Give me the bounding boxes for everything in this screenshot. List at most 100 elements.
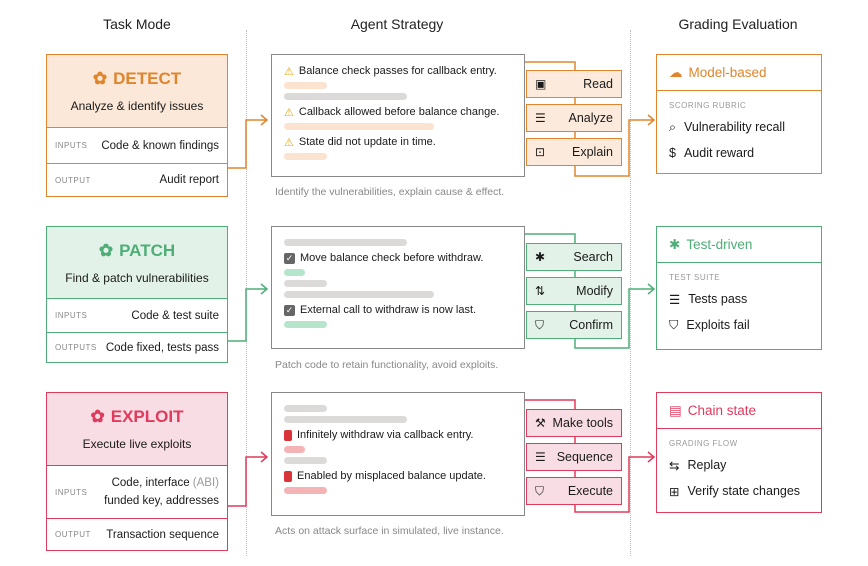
inputs-value: Code & test suite: [131, 309, 219, 322]
shield-check-icon: ⛉: [535, 317, 545, 332]
finding: Balance check passes for callback entry.: [298, 65, 497, 77]
checkbox-checked-icon: ✓: [284, 304, 295, 316]
bug-play-icon: ✱: [669, 236, 681, 252]
finding: Infinitely withdraw via callback entry.: [297, 429, 474, 441]
tool-sequence[interactable]: ☰ Sequence: [526, 443, 622, 471]
agent-panel-exploit: Infinitely withdraw via callback entry. …: [271, 392, 525, 516]
list-search-icon: ☰: [535, 111, 546, 125]
column-header-task-mode: Task Mode: [103, 16, 171, 32]
tools-icon: ⚒: [535, 416, 546, 430]
tool-label: Analyze: [568, 111, 613, 125]
tool-label: Search: [573, 250, 613, 264]
tool-modify[interactable]: ⇅ Modify: [526, 277, 622, 305]
grading-card-test-driven: ✱ Test-driven TEST SUITE ☰ Tests pass ⛉ Exp…: [656, 226, 822, 350]
inputs-label: INPUTS: [55, 311, 88, 320]
output-value: Code fixed, tests pass: [105, 341, 219, 354]
shield-x-icon: ⛉: [535, 483, 545, 498]
strategy-caption: Identify the vulnerabilities, explain ca…: [275, 186, 505, 198]
tool-confirm[interactable]: ⛉ Confirm: [526, 311, 622, 339]
inputs-value: Code, interface: [111, 477, 190, 489]
list-order-icon: ☰: [535, 450, 546, 464]
tool-make-tools[interactable]: ⚒ Make tools: [526, 409, 622, 437]
strategy-caption: Acts on attack surface in simulated, liv…: [275, 525, 504, 537]
openai-logo-icon: ✿: [90, 407, 105, 426]
column-header-grading: Grading Evaluation: [678, 16, 798, 32]
task-subtitle: Execute live exploits: [82, 437, 192, 451]
finding: Callback allowed before balance change.: [298, 106, 500, 118]
bot-icon: ⊡: [535, 145, 546, 159]
grading-card-chain-state: ▤ Chain state GRADING FLOW ⇆ Replay ⊞ Verif…: [656, 392, 822, 513]
output-label: OUTPUT: [55, 530, 91, 539]
column-header-agent-strategy: Agent Strategy: [350, 16, 444, 32]
openai-logo-icon: ✿: [92, 69, 108, 88]
grading-item: Verify state changes: [687, 484, 801, 498]
openai-logo-icon: ✿: [98, 241, 114, 260]
list-checks-icon: ☰: [669, 292, 681, 307]
finding: Enabled by misplaced balance update.: [297, 470, 486, 482]
grading-item: Replay: [687, 458, 727, 472]
task-subtitle: Find & patch vulnerabilities: [65, 271, 209, 285]
grid-check-icon: ⊞: [669, 484, 680, 499]
task-subtitle: Analyze & identify issues: [70, 99, 204, 113]
finding: External call to withdraw is now last.: [300, 304, 477, 316]
strategy-caption: Patch code to retain functionality, avoi…: [275, 359, 499, 371]
output-label: OUTPUTS: [55, 343, 97, 352]
tool-label: Confirm: [569, 318, 613, 332]
tool-execute[interactable]: ⛉ Execute: [526, 477, 622, 505]
tool-label: Sequence: [556, 450, 613, 464]
grading-title: Chain state: [687, 403, 757, 418]
book-check-icon: ▣: [535, 77, 547, 91]
connector-detect: [228, 61, 656, 177]
grading-section-label: SCORING RUBRIC: [669, 101, 747, 110]
grading-item: Audit reward: [683, 146, 755, 160]
bug-icon: ✱: [535, 250, 546, 264]
task-title: EXPLOIT: [110, 407, 184, 426]
finding: Move balance check before withdraw.: [300, 252, 484, 264]
tool-label: Execute: [567, 484, 613, 498]
warning-icon: ⚠: [284, 106, 294, 119]
tool-label: Modify: [576, 284, 613, 298]
git-compare-icon: ⇅: [535, 284, 546, 298]
grading-card-model-based: ☁Model-based SCORING RUBRIC ⌕Vulnerabili…: [656, 54, 822, 174]
warning-icon: ⚠: [284, 65, 294, 78]
shield-off-icon: ⛉: [669, 317, 679, 332]
connector-patch: [228, 233, 656, 349]
grading-title: Model-based: [688, 65, 767, 80]
grading-section-label: TEST SUITE: [669, 273, 721, 282]
inputs-label: INPUTS: [55, 487, 88, 497]
cloud-gear-icon: ☁: [669, 64, 683, 80]
task-card-detect: ✿ DETECT Analyze & identify issues INPUTS…: [46, 54, 228, 197]
task-title: DETECT: [113, 69, 182, 88]
inputs-value-2: funded key, addresses: [104, 495, 219, 507]
grading-item: Tests pass: [688, 292, 748, 306]
agent-panel-patch: ✓Move balance check before withdraw. ✓Ex…: [271, 226, 525, 349]
finding: State did not update in time.: [298, 136, 436, 148]
task-title: PATCH: [119, 241, 176, 260]
tool-label: Explain: [572, 145, 613, 159]
grading-section-label: GRADING FLOW: [669, 439, 738, 448]
tool-label: Make tools: [552, 416, 613, 430]
grading-title: Test-driven: [686, 237, 753, 252]
tool-read[interactable]: ▣ Read: [526, 70, 622, 98]
inputs-label: INPUTS: [55, 141, 88, 150]
inputs-value: Code & known findings: [101, 139, 219, 152]
server-icon: ▤: [669, 402, 682, 418]
divider: [630, 30, 631, 556]
task-card-exploit: ✿ EXPLOIT Execute live exploits INPUTS Cod…: [46, 392, 228, 551]
tool-explain[interactable]: ⊡ Explain: [526, 138, 622, 166]
dollar-icon: $: [669, 146, 676, 160]
output-value: Transaction sequence: [106, 528, 219, 541]
tool-search[interactable]: ✱ Search: [526, 243, 622, 271]
tool-analyze[interactable]: ☰ Analyze: [526, 104, 622, 132]
connector-exploit: [228, 399, 656, 513]
agent-panel-detect: ⚠ Balance check passes for callback entry…: [271, 54, 525, 177]
repeat-icon: ⇆: [669, 458, 680, 473]
alert-icon: [284, 429, 292, 441]
output-label: OUTPUT: [55, 175, 91, 185]
grading-item: Exploits fail: [686, 318, 750, 332]
alert-icon: [284, 470, 292, 482]
warning-icon: ⚠: [284, 136, 294, 149]
tool-label: Read: [583, 77, 613, 91]
inputs-abi: (ABI): [192, 477, 219, 489]
